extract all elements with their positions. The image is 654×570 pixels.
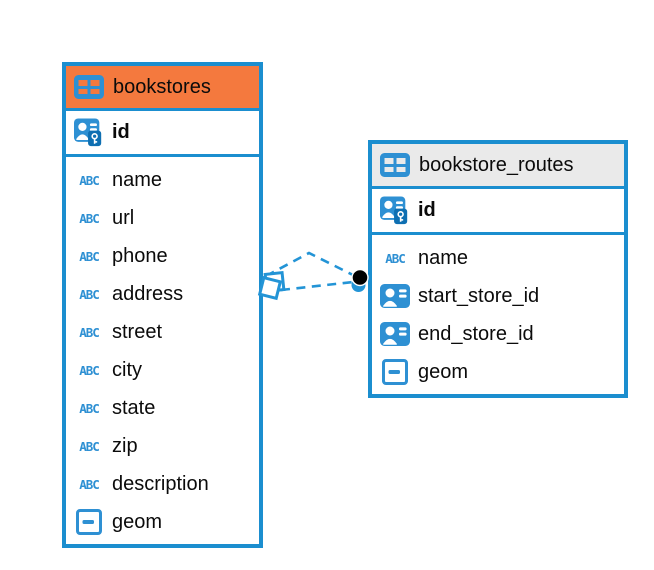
column-row[interactable]: ABC zip [66, 427, 259, 465]
column-row[interactable]: ABC description [66, 465, 259, 503]
column-row[interactable]: geom [372, 353, 624, 391]
column-name: name [418, 246, 469, 269]
column-name: end_store_id [418, 322, 534, 345]
fk-dashed-line-1[interactable] [265, 251, 356, 278]
table-name: bookstores [113, 75, 211, 98]
column-row[interactable]: ABC address [66, 275, 259, 313]
relationship-target-dot[interactable] [351, 268, 369, 293]
text-type-icon: ABC [79, 210, 100, 226]
fk-dashed-line-2[interactable] [280, 280, 354, 292]
text-type-icon: ABC [79, 172, 100, 188]
column-row[interactable]: end_store_id [372, 315, 624, 353]
column-name: address [112, 282, 184, 305]
text-type-icon: ABC [79, 324, 100, 340]
column-row[interactable]: geom [66, 503, 259, 541]
column-row[interactable]: ABC name [66, 161, 259, 199]
text-type-icon: ABC [79, 400, 100, 416]
text-type-icon: ABC [79, 476, 100, 492]
column-row[interactable]: ABC state [66, 389, 259, 427]
column-name: geom [112, 510, 163, 533]
column-row[interactable]: ABC phone [66, 237, 259, 275]
column-name: geom [418, 360, 469, 383]
text-type-icon: ABC [79, 286, 100, 302]
column-row[interactable]: ABC url [66, 199, 259, 237]
table-bookstores[interactable]: bookstores id ABC name ABC url ABC phone… [62, 62, 263, 548]
text-type-icon: ABC [79, 438, 100, 454]
column-name: description [112, 472, 209, 495]
table-bookstore-routes[interactable]: bookstore_routes id ABC name start_store… [368, 140, 628, 398]
column-row[interactable]: ABC city [66, 351, 259, 389]
pk-column-name: id [112, 121, 130, 143]
column-row[interactable]: ABC name [372, 239, 624, 277]
column-name: name [112, 168, 163, 191]
columns-list: ABC name ABC url ABC phone ABC address A… [66, 157, 259, 547]
column-row[interactable]: ABC street [66, 313, 259, 351]
column-name: url [112, 206, 135, 229]
text-type-icon: ABC [385, 250, 406, 266]
pk-column-name: id [418, 199, 436, 221]
column-name: street [112, 320, 163, 343]
column-name: start_store_id [418, 284, 540, 307]
column-name: zip [112, 434, 138, 457]
columns-list: ABC name start_store_id end_store_id ge [372, 235, 624, 397]
column-row[interactable]: start_store_id [372, 277, 624, 315]
table-name: bookstore_routes [419, 153, 574, 176]
text-type-icon: ABC [79, 248, 100, 264]
text-type-icon: ABC [79, 362, 100, 378]
relationship-source-squares-symbol[interactable] [257, 271, 286, 301]
column-name: phone [112, 244, 168, 267]
table-header-bookstore-routes[interactable]: bookstore_routes [372, 144, 624, 189]
column-name: city [112, 358, 142, 381]
pk-row[interactable]: id [372, 189, 624, 235]
pk-row[interactable]: id [66, 111, 259, 157]
column-name: state [112, 396, 156, 419]
table-header-bookstores[interactable]: bookstores [66, 66, 259, 111]
